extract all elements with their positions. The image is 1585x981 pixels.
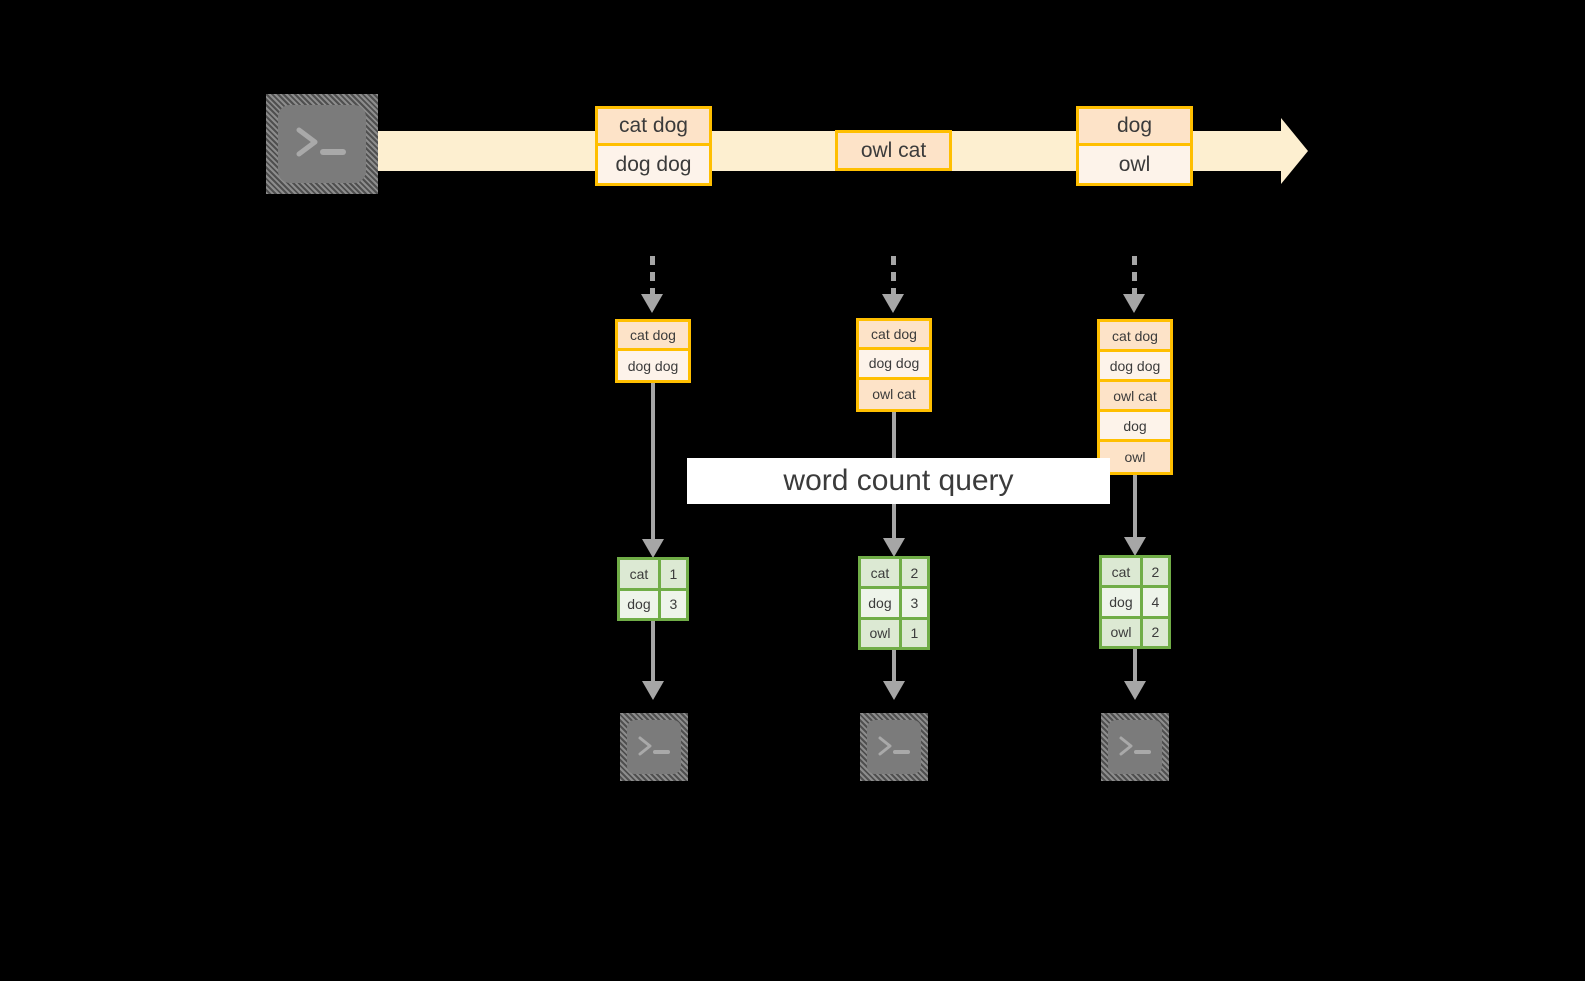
snapshot-3-dashed-arrowhead xyxy=(1123,294,1145,313)
stream-event-line: owl xyxy=(1079,146,1190,183)
terminal-face xyxy=(1108,720,1162,774)
result-key: cat xyxy=(620,560,661,588)
snapshot-3-result-row: cat 2 xyxy=(1102,558,1168,589)
stream-event-box-1: cat dog dog dog xyxy=(595,106,712,186)
snapshot-2-input-table: cat dog dog dog owl cat xyxy=(856,318,932,412)
snapshot-1-result-row: cat 1 xyxy=(620,560,686,591)
stream-event-box-3: dog owl xyxy=(1076,106,1193,186)
result-key: owl xyxy=(861,619,902,647)
result-value: 4 xyxy=(1142,588,1168,616)
result-value: 2 xyxy=(901,559,927,587)
snapshot-2-input-row: dog dog xyxy=(859,350,929,380)
query-label-banner: word count query xyxy=(687,458,1110,504)
snapshot-1-result-table: cat 1 dog 3 xyxy=(617,557,689,621)
result-value: 1 xyxy=(901,619,927,647)
snapshot-3-input-row: dog xyxy=(1100,412,1170,442)
snapshot-2-result-table: cat 2 dog 3 owl 1 xyxy=(858,556,930,650)
snapshot-1-result-row: dog 3 xyxy=(620,590,686,618)
snapshot-2-dashed-connector xyxy=(891,256,896,296)
result-value: 1 xyxy=(660,560,686,588)
result-key: owl xyxy=(1102,618,1143,646)
stream-event-box-2: owl cat xyxy=(835,130,952,171)
snapshot-3-sink-terminal-icon xyxy=(1101,713,1169,781)
stream-timeline-arrowhead xyxy=(1281,118,1308,184)
snapshot-2-sink-terminal-icon xyxy=(860,713,928,781)
source-terminal-icon xyxy=(266,94,378,194)
snapshot-3-sink-connector xyxy=(1133,649,1137,683)
terminal-face xyxy=(867,720,921,774)
stream-event-line: cat dog xyxy=(598,109,709,146)
result-key: cat xyxy=(861,559,902,587)
snapshot-2-sink-arrowhead xyxy=(883,681,905,700)
snapshot-1-dashed-connector xyxy=(650,256,655,296)
query-label-text: word count query xyxy=(783,464,1014,497)
result-key: dog xyxy=(861,589,902,617)
snapshot-1-sink-arrowhead xyxy=(642,681,664,700)
snapshot-1-query-arrowhead xyxy=(642,539,664,558)
result-key: dog xyxy=(620,590,661,618)
snapshot-3-result-table: cat 2 dog 4 owl 2 xyxy=(1099,555,1171,649)
snapshot-2-result-row: dog 3 xyxy=(861,589,927,620)
terminal-prompt-glyph xyxy=(620,713,688,781)
snapshot-2-result-row: owl 1 xyxy=(861,619,927,647)
snapshot-3-input-row: cat dog xyxy=(1100,322,1170,352)
result-key: dog xyxy=(1102,588,1143,616)
snapshot-3-input-row: owl cat xyxy=(1100,382,1170,412)
snapshot-1-query-connector xyxy=(651,383,655,541)
terminal-prompt-glyph xyxy=(266,94,378,194)
snapshot-2-input-row: cat dog xyxy=(859,321,929,351)
snapshot-2-result-row: cat 2 xyxy=(861,559,927,590)
snapshot-2-input-row: owl cat xyxy=(859,379,929,409)
stream-event-line: dog dog xyxy=(598,146,709,183)
snapshot-2-dashed-arrowhead xyxy=(882,294,904,313)
terminal-face xyxy=(278,105,366,183)
snapshot-3-input-table: cat dog dog dog owl cat dog owl xyxy=(1097,319,1173,475)
terminal-prompt-glyph xyxy=(1101,713,1169,781)
snapshot-1-input-table: cat dog dog dog xyxy=(615,319,691,383)
result-key: cat xyxy=(1102,558,1143,586)
terminal-face xyxy=(627,720,681,774)
result-value: 2 xyxy=(1142,618,1168,646)
result-value: 2 xyxy=(1142,558,1168,586)
snapshot-3-input-row: owl xyxy=(1100,442,1170,472)
snapshot-3-sink-arrowhead xyxy=(1124,681,1146,700)
snapshot-3-result-row: dog 4 xyxy=(1102,588,1168,619)
result-value: 3 xyxy=(901,589,927,617)
snapshot-1-input-row: cat dog xyxy=(618,322,688,351)
result-value: 3 xyxy=(660,590,686,618)
stream-event-line: dog xyxy=(1079,109,1190,146)
snapshot-2-sink-connector xyxy=(892,650,896,683)
snapshot-1-input-row: dog dog xyxy=(618,351,688,380)
snapshot-1-dashed-arrowhead xyxy=(641,294,663,313)
snapshot-1-sink-terminal-icon xyxy=(620,713,688,781)
terminal-prompt-glyph xyxy=(860,713,928,781)
snapshot-3-result-row: owl 2 xyxy=(1102,618,1168,646)
snapshot-3-query-connector xyxy=(1133,475,1137,539)
snapshot-1-sink-connector xyxy=(651,621,655,683)
snapshot-3-input-row: dog dog xyxy=(1100,352,1170,382)
stream-event-line: owl cat xyxy=(838,133,949,168)
snapshot-3-query-arrowhead xyxy=(1124,537,1146,556)
snapshot-3-dashed-connector xyxy=(1132,256,1137,296)
snapshot-2-query-arrowhead xyxy=(883,538,905,557)
